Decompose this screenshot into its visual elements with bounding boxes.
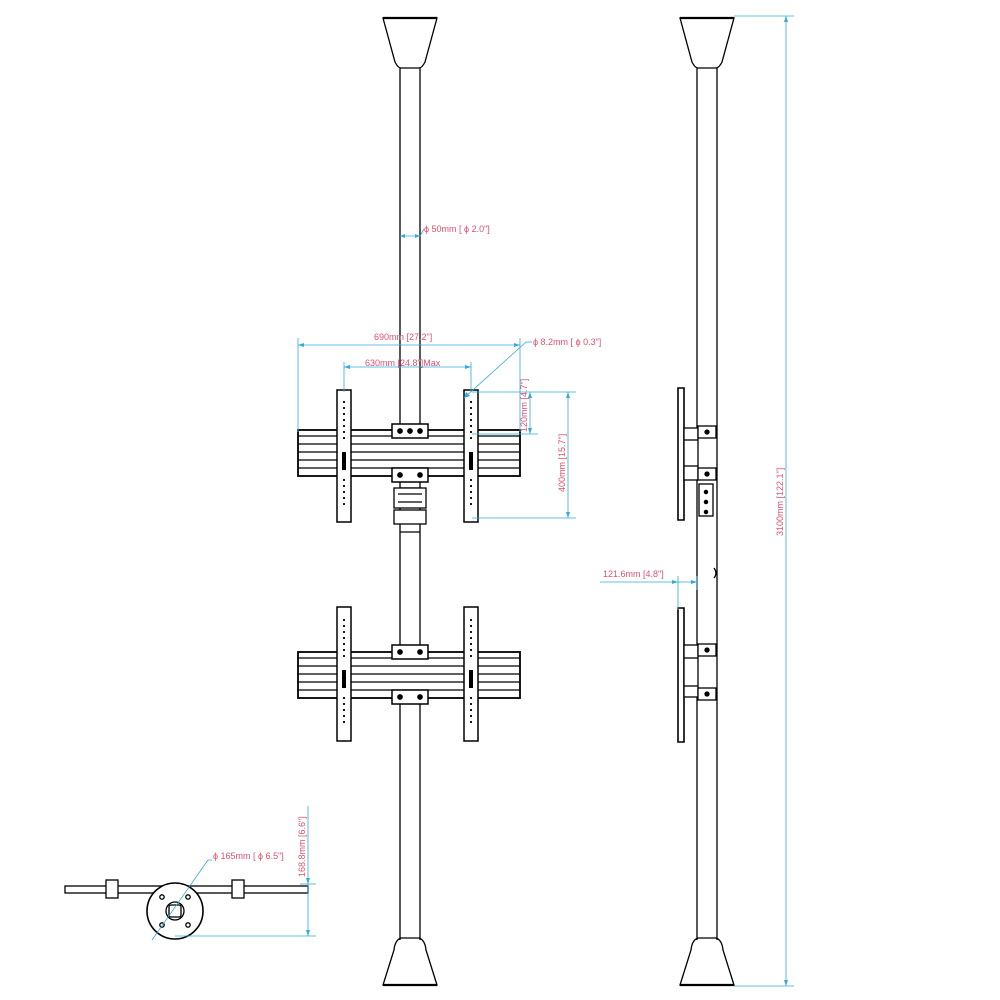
front-floor-flange [382, 937, 438, 986]
lower-mount [297, 606, 521, 742]
dimension-arrows [298, 16, 788, 986]
base-plate [146, 882, 204, 940]
depth-label: 121.6mm [4.8"] [603, 569, 664, 579]
dimension-labels: ϕ 50mm [ ϕ 2.0"] 690mm [27.2"] ϕ 8.2mm [… [213, 224, 785, 877]
base-top-view [64, 879, 309, 940]
side-floor-flange [679, 937, 735, 986]
front-ceiling-flange [382, 17, 438, 69]
total-height-label: 3100mm [122.1"] [775, 468, 785, 536]
overall-width-label: 690mm [27.2"] [374, 332, 432, 342]
pole-diameter-label: ϕ 50mm [ ϕ 2.0"] [424, 224, 490, 234]
dimension-lines [151, 15, 794, 987]
side-ceiling-flange [679, 17, 735, 69]
front-view [297, 16, 521, 987]
max-vesa-width-label: 630mm [24.8"]Max [365, 358, 441, 368]
side-view [677, 16, 735, 987]
lower-side-bracket [677, 607, 717, 743]
vesa-400-label: 400mm [15.7"] [557, 434, 567, 492]
upper-mount [297, 389, 521, 525]
base-diameter-label: ϕ 165mm [ ϕ 6.5"] [213, 851, 284, 861]
hole-diameter-label: ϕ 8.2mm [ ϕ 0.3"] [533, 337, 601, 347]
upper-side-bracket [677, 387, 717, 521]
vesa-120-label: 120mm [4.7"] [519, 379, 529, 432]
base-height-label: 168.8mm [6.6"] [297, 816, 307, 877]
